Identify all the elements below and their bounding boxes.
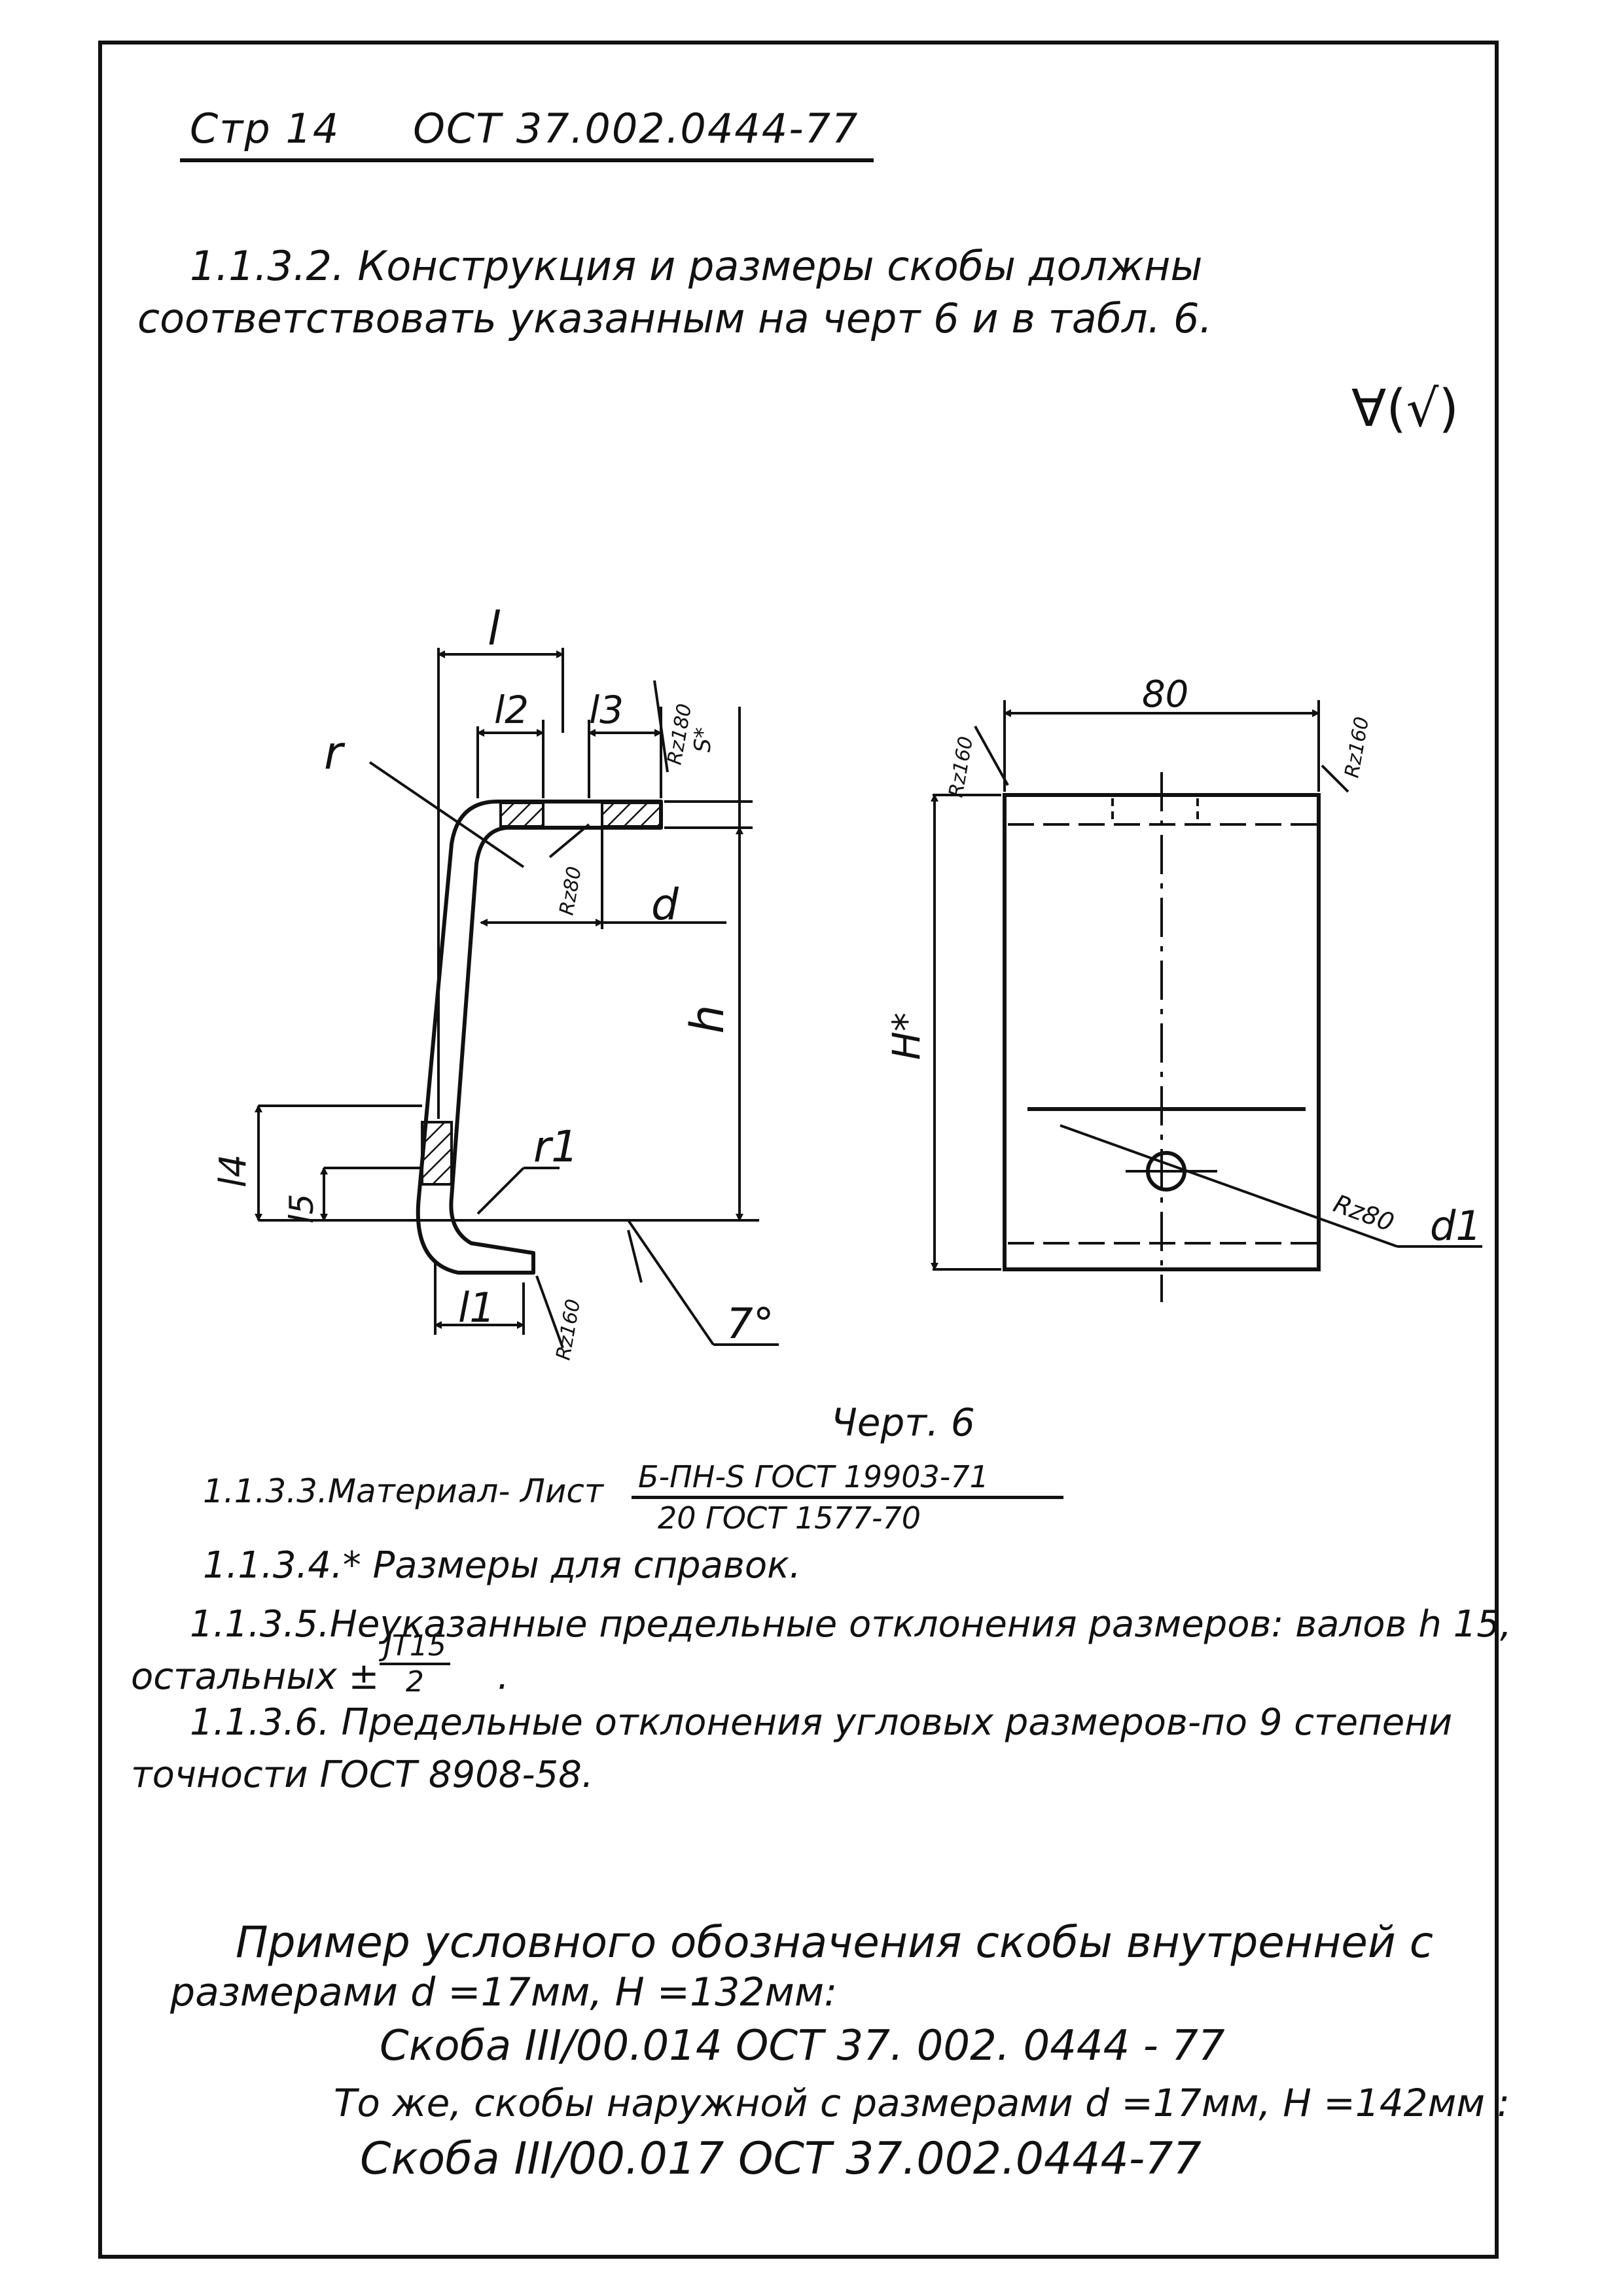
front-view-details: [931, 700, 1482, 1302]
tolerance-numerator: JT15: [380, 1629, 450, 1665]
rz160-mark-left: Rz160: [944, 735, 978, 800]
page-frame: [98, 41, 1499, 2259]
material-numerator: Б-ПН-S ГОСТ 19903-71: [632, 1459, 1063, 1499]
top-section-right: [601, 802, 662, 828]
dim-l5: l5: [283, 1193, 321, 1224]
dim-r1: r1: [533, 1122, 579, 1172]
dim-angle: 7°: [726, 1300, 774, 1349]
material-fraction: Б-ПН-S ГОСТ 19903-71 20 ГОСТ 1577-70: [632, 1459, 1063, 1536]
clause-1135-prefix: остальных ±: [131, 1655, 380, 1698]
side-view: [416, 800, 663, 1275]
clause-1133-label: 1.1.3.3.Материал- Лист: [203, 1472, 603, 1510]
side-view-labels: l l2 l3 r Rz180 S* Rz80 d h r1 l4 l5 l1 …: [212, 602, 774, 1362]
dim-H: H*: [884, 1012, 929, 1060]
dim-d1: d1: [1430, 1202, 1482, 1250]
example-line1: Пример условного обозначения скобы внутр…: [236, 1917, 1433, 1968]
example-line4: То же, скобы наружной с размерами d =17м…: [334, 2081, 1510, 2125]
clause-1134: 1.1.3.4.* Размеры для справок.: [203, 1544, 801, 1587]
page-number: Стр 14: [190, 105, 340, 152]
rz160-mark-bottom: Rz160: [552, 1298, 585, 1362]
bottom-section: [421, 1121, 453, 1186]
rz80-mark: Rz80: [555, 865, 586, 917]
page-header: Стр 14 ОСТ 37.002.0444-77: [190, 105, 859, 152]
section-hatching: [421, 802, 662, 1186]
dim-l2: l2: [494, 688, 529, 732]
bracket-inner-contour: [449, 826, 663, 1255]
standard-number: ОСТ 37.002.0444-77: [413, 105, 859, 152]
clause-1135-line2: остальных ±: [131, 1655, 379, 1698]
dim-s: S*: [690, 727, 716, 752]
roughness-symbol: ∀(√): [1351, 380, 1459, 438]
dim-80: 80: [1142, 673, 1188, 716]
dim-h: h: [681, 1005, 734, 1034]
header-underline: [180, 158, 874, 162]
clause-1136-line2: точности ГОСТ 8908-58.: [131, 1754, 594, 1796]
clause-1132-line2: соответствовать указанным на черт 6 и в …: [137, 294, 1213, 342]
drawing-caption: Черт. 6: [831, 1400, 975, 1445]
dim-l1: l1: [458, 1284, 495, 1332]
side-view-dimensions: [255, 648, 779, 1349]
dim-l3: l3: [589, 688, 624, 732]
dim-l: l: [488, 602, 501, 656]
dim-l4: l4: [212, 1154, 255, 1188]
rz80-mark-hole: Rz80: [1330, 1189, 1398, 1237]
tolerance-denominator: 2: [405, 1665, 424, 1699]
clause-1132-line1: 1.1.3.2. Конструкция и размеры скобы дол…: [190, 242, 1203, 290]
example-line2: размерами d =17мм, H =132мм:: [170, 1969, 838, 2015]
bracket-outer-contour: [416, 800, 663, 1275]
dim-r: r: [324, 726, 346, 780]
front-view-labels: 80 Rz160 Rz160 H* Rz80 d1: [884, 673, 1482, 1250]
dim-d: d: [651, 879, 679, 930]
rz160-mark-right: Rz160: [1340, 715, 1374, 780]
clause-1135-suffix: .: [497, 1655, 509, 1698]
top-section-left: [499, 802, 544, 828]
example-designation-external: Скоба III/00.017 ОСТ 37.002.0444-77: [360, 2133, 1202, 2185]
example-designation-internal: Скоба III/00.014 ОСТ 37. 002. 0444 - 77: [380, 2022, 1225, 2070]
clause-1136-line1: 1.1.3.6. Предельные отклонения угловых р…: [190, 1701, 1453, 1744]
material-denominator: 20 ГОСТ 1577-70: [658, 1500, 921, 1536]
tolerance-fraction: JT15 2: [380, 1629, 450, 1699]
clause-1135-line1: 1.1.3.5.Неуказанные предельные отклонени…: [190, 1603, 1512, 1646]
